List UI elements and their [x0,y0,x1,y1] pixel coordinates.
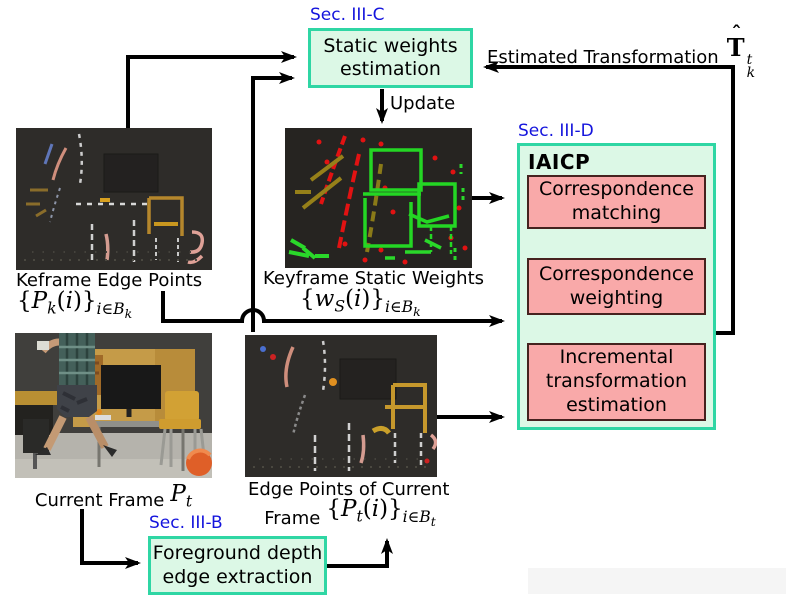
keyframe-edge-points-image [16,128,212,270]
section-label-iiic: Sec. III-C [310,5,385,25]
static-weights-estimation-box: Static weights estimation [308,28,473,88]
static-weights-label: Static weights estimation [323,34,458,80]
caption-edge-points-line2-prefix: Frame [264,507,321,529]
correspondence-matching-label: Correspondence matching [538,178,694,224]
correspondence-weighting-label: Correspondence weighting [538,262,694,309]
caption-edge-points-math: {Pt(i)}i∈Bt [326,496,436,529]
arrow-feedback-estimated-transformation [483,61,735,335]
update-label: Update [390,93,456,114]
edge-points-current-frame-image [245,335,437,477]
estimated-transformation-text: Estimated Transformation [487,47,719,69]
incremental-transformation-label: Incremental transformation estimation [545,346,688,416]
caption-keyframe-edge-points-math: {Pk(i)}i∈Bk [17,288,133,321]
foreground-depth-label: Foreground depth edge extraction [152,542,323,588]
caption-current-frame-math: Pt [170,481,193,511]
caption-keyframe-edge-points: Keframe Edge Points [16,270,203,291]
iaicp-title: IAICP [528,150,591,174]
arrow-foreground-to-current-edges [326,538,393,568]
section-label-iiib: Sec. III-B [149,513,223,533]
arrow-keyframe-points-to-iaicp [161,291,505,327]
arrow-keyframe-image-to-static-weights [126,51,297,130]
caption-current-frame: Current Frame Pt [15,481,212,511]
caption-keyframe-static-weights: Keyframe Static Weights [263,268,485,289]
foreground-depth-box: Foreground depth edge extraction [148,536,327,595]
keyframe-static-weights-image [285,128,472,268]
correspondence-weighting-box: Correspondence weighting [527,258,706,315]
correspondence-matching-box: Correspondence matching [527,175,706,229]
caption-edge-points-line1: Edge Points of Current [248,479,450,500]
arrow-current-edges-to-static-weights [251,72,295,332]
caption-current-frame-text: Current Frame [34,489,165,511]
current-frame-image [15,333,212,478]
caption-keyframe-static-weights-math: {wS(i)}i∈Bk [300,286,421,319]
watermark-rect [528,568,786,594]
caption-edge-points-line2: Frame {Pt(i)}i∈Bt [245,496,455,529]
section-label-iiid: Sec. III-D [518,121,594,141]
incremental-transformation-box: Incremental transformation estimation [527,343,706,421]
arrow-current-frame-to-foreground [80,509,141,569]
